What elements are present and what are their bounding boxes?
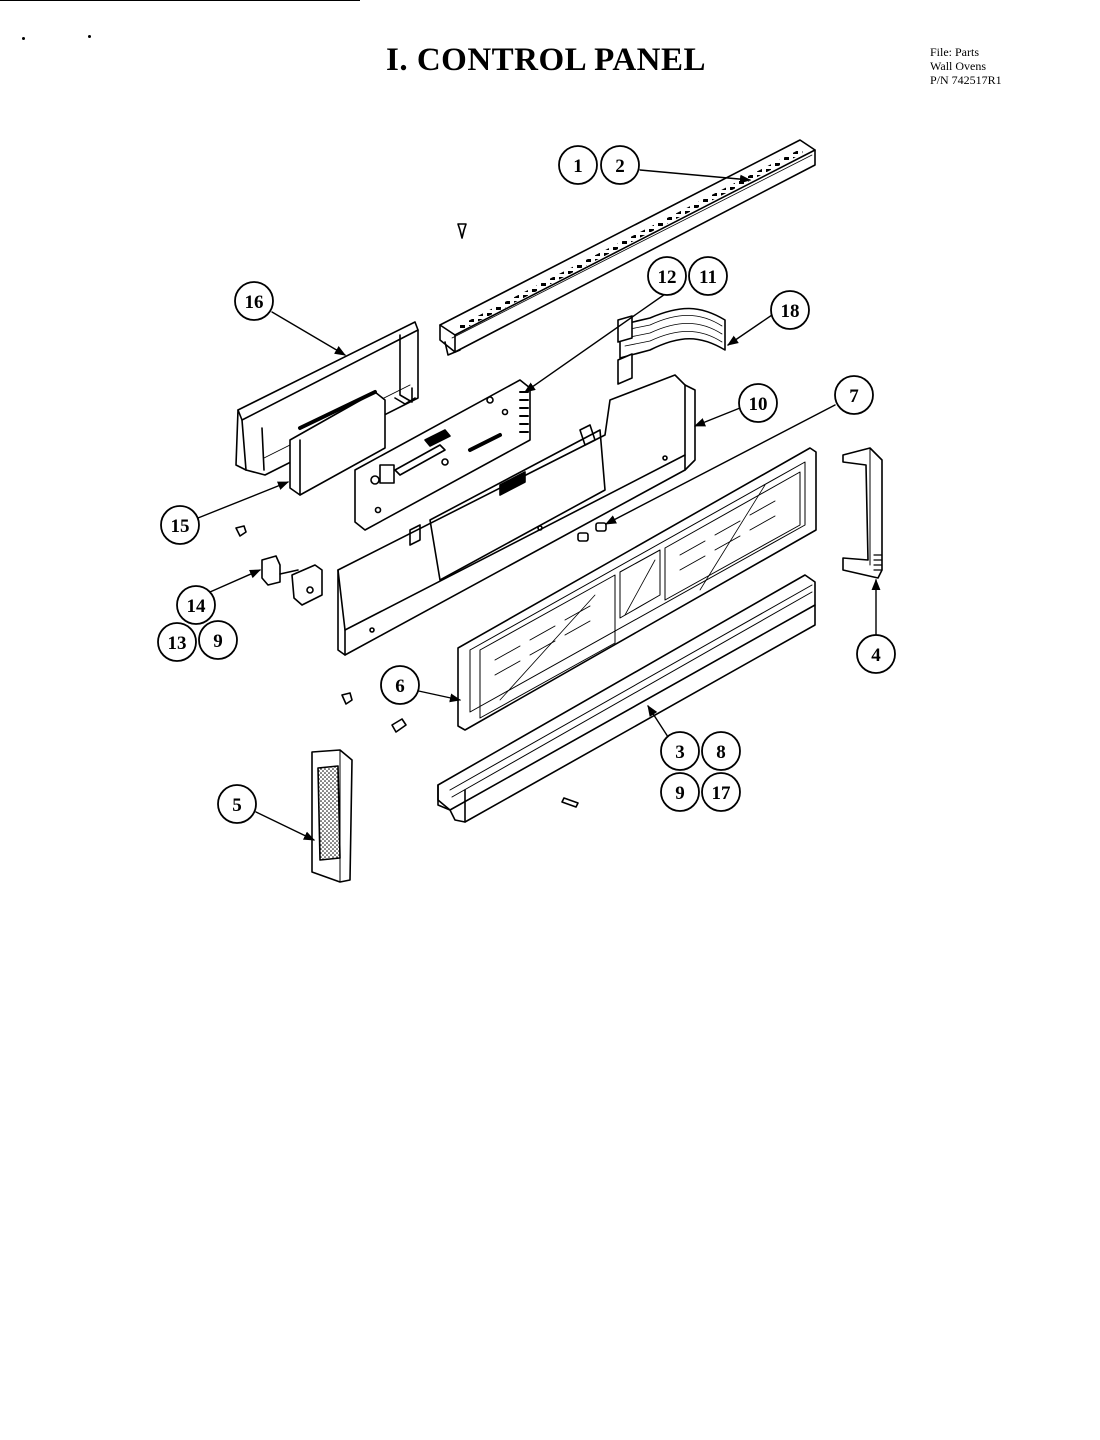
left-shield-plate <box>289 390 386 496</box>
callout-11: 11 <box>688 256 728 296</box>
right-end-cap <box>842 447 883 579</box>
svg-text:18: 18 <box>781 301 800 322</box>
svg-text:11: 11 <box>699 267 717 288</box>
callout-1: 1 <box>558 145 598 185</box>
leader-line-15 <box>197 481 290 519</box>
svg-text:3: 3 <box>675 742 685 763</box>
svg-text:15: 15 <box>171 516 190 537</box>
pin <box>561 797 579 808</box>
callout-5: 5 <box>217 784 257 824</box>
callout-9: 9 <box>198 620 238 660</box>
callout-4: 4 <box>856 634 896 674</box>
callout-13: 13 <box>157 622 197 662</box>
switch-assembly <box>261 555 323 606</box>
svg-text:2: 2 <box>615 156 625 177</box>
leader-line-3 <box>647 705 671 741</box>
callout-12: 12 <box>647 256 687 296</box>
svg-text:13: 13 <box>168 633 187 654</box>
callout-15: 15 <box>160 505 200 545</box>
callout-17: 17 <box>701 772 741 812</box>
page-title: I. CONTROL PANEL <box>386 42 707 78</box>
svg-text:16: 16 <box>245 292 264 313</box>
callout-18: 18 <box>770 290 810 330</box>
leader-line-5 <box>255 811 316 841</box>
left-end-cap <box>311 749 353 883</box>
svg-text:6: 6 <box>395 676 405 697</box>
screw <box>457 223 467 239</box>
callout-16: 16 <box>234 281 274 321</box>
leader-line-1-2 <box>639 169 752 184</box>
svg-text:8: 8 <box>716 742 726 763</box>
svg-text:5: 5 <box>232 795 242 816</box>
callout-7: 7 <box>834 375 874 415</box>
svg-text:17: 17 <box>712 783 732 804</box>
left-bracket <box>235 321 419 476</box>
file-info-line: P/N 742517R1 <box>930 73 1002 87</box>
screw <box>391 718 407 733</box>
svg-text:12: 12 <box>658 267 677 288</box>
svg-text:14: 14 <box>187 596 207 617</box>
screw <box>341 692 353 705</box>
svg-text:7: 7 <box>849 386 859 407</box>
leader-line-7 <box>605 404 836 525</box>
callout-9: 9 <box>660 772 700 812</box>
circuit-board <box>354 379 531 531</box>
scan-dot <box>88 35 91 38</box>
svg-text:1: 1 <box>573 156 583 177</box>
top-rule-line <box>0 0 360 1</box>
scan-dot <box>22 37 25 40</box>
callout-10: 10 <box>738 383 778 423</box>
leader-line-10 <box>693 407 741 427</box>
leader-line-18 <box>727 314 773 346</box>
svg-text:9: 9 <box>213 631 223 652</box>
callout-8: 8 <box>701 731 741 771</box>
screw <box>235 525 247 537</box>
callout-6: 6 <box>380 665 420 705</box>
file-info-line: Wall Ovens <box>930 59 987 73</box>
leader-line-14 <box>209 569 262 593</box>
callout-14: 14 <box>176 585 216 625</box>
leader-line-16 <box>271 311 346 356</box>
svg-text:4: 4 <box>871 645 881 666</box>
callout-3: 3 <box>660 731 700 771</box>
svg-text:9: 9 <box>675 783 685 804</box>
leader-line-12-11 <box>524 291 669 393</box>
main-control-bracket <box>337 374 696 656</box>
callout-2: 2 <box>600 145 640 185</box>
leader-line-6 <box>413 689 462 703</box>
ribbon-cable <box>617 307 726 385</box>
svg-text:10: 10 <box>749 394 768 415</box>
front-glass-panel <box>457 447 817 731</box>
file-info-line: File: Parts <box>930 45 980 59</box>
bottom-trim-rail <box>437 574 816 823</box>
file-info: File: Parts Wall Ovens P/N 742517R1 <box>930 45 1002 87</box>
